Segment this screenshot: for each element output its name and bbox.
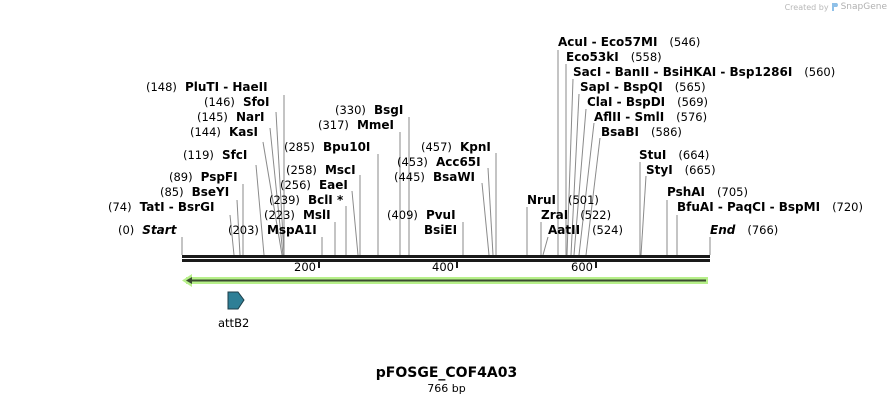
site-label[interactable]: Eco53kI(558) <box>566 50 662 64</box>
credit-prefix: Created by <box>784 2 829 12</box>
site-label[interactable]: (144)KasI <box>190 125 258 139</box>
site-label[interactable]: (285)Bpu10I <box>284 140 370 154</box>
site-label[interactable]: AcuI - Eco57MI(546) <box>558 35 700 49</box>
attb2-feature-label[interactable]: attB2 <box>218 316 250 330</box>
site-label[interactable]: (85)BseYI <box>160 185 229 199</box>
orf-arrow[interactable] <box>182 274 708 287</box>
site-label[interactable]: NruI(501) <box>527 193 599 207</box>
attb2-feature-arrow[interactable] <box>227 291 245 310</box>
site-label[interactable]: (145)NarI <box>197 110 264 124</box>
map-length: 766 bp <box>427 382 466 395</box>
site-label[interactable]: (146)SfoI <box>204 95 270 109</box>
site-label[interactable]: (317)MmeI <box>318 118 394 132</box>
ruler-tick-400 <box>456 262 458 268</box>
site-label[interactable]: (330)BsgI <box>335 103 403 117</box>
site-label[interactable]: (457)KpnI <box>421 140 491 154</box>
site-label[interactable]: (239)BclI * <box>269 193 344 207</box>
site-label[interactable]: BfuAI - PaqCI - BspMI(720) <box>677 200 863 214</box>
site-label[interactable]: AatII(524) <box>548 223 623 237</box>
site-label[interactable]: BsaBI(586) <box>601 125 682 139</box>
site-label[interactable]: StyI(665) <box>646 163 716 177</box>
site-label[interactable]: (119)SfcI <box>183 148 247 162</box>
site-label[interactable]: BsiEI <box>424 223 457 237</box>
site-label[interactable]: ZraI(522) <box>541 208 611 222</box>
site-label[interactable]: SapI - BspQI(565) <box>580 80 706 94</box>
snapgene-credit: Created by SnapGene <box>785 2 887 12</box>
site-label[interactable]: (256)EaeI <box>280 178 348 192</box>
site-label[interactable]: (453)Acc65I <box>397 155 481 169</box>
start-label: (0)Start <box>118 223 178 237</box>
site-connectors <box>181 50 711 256</box>
credit-brand: SnapGene <box>840 2 887 12</box>
ruler-label-400: 400 <box>432 260 454 274</box>
site-label[interactable]: AflII - SmlI(576) <box>594 110 707 124</box>
site-label[interactable]: (203)MspA1I <box>228 223 317 237</box>
ruler-label-600: 600 <box>571 260 593 274</box>
snapgene-logo-icon <box>831 3 838 11</box>
site-label[interactable]: (258)MscI <box>286 163 356 177</box>
site-label[interactable]: (148)PluTI - HaeII <box>146 80 268 94</box>
site-label[interactable]: (445)BsaWI <box>394 170 475 184</box>
site-label[interactable]: ClaI - BspDI(569) <box>587 95 708 109</box>
site-labels-left: (148)PluTI - HaeII (146)SfoI (145)NarI (… <box>108 80 491 237</box>
site-label[interactable]: StuI(664) <box>639 148 709 162</box>
map-title: pFOSGE_COF4A03 <box>375 365 518 381</box>
site-label[interactable]: SacI - BanII - BsiHKAI - Bsp1286I(560) <box>573 65 835 79</box>
end-label: End(766) <box>710 223 778 237</box>
backbone-bottom-strand <box>182 259 710 262</box>
ruler-label-200: 200 <box>294 260 316 274</box>
backbone-top-strand <box>182 255 710 258</box>
ruler-tick-200 <box>318 262 320 268</box>
site-label[interactable]: (74)TatI - BsrGI <box>108 200 214 214</box>
site-label[interactable]: (409)PvuI <box>387 208 456 222</box>
site-labels-right: AcuI - Eco57MI(546) Eco53kI(558) SacI - … <box>527 35 863 237</box>
ruler-tick-600 <box>595 262 597 268</box>
site-label[interactable]: (89)PspFI <box>169 170 238 184</box>
site-label[interactable]: (223)MslI <box>264 208 331 222</box>
site-label[interactable]: PshAI(705) <box>667 185 748 199</box>
